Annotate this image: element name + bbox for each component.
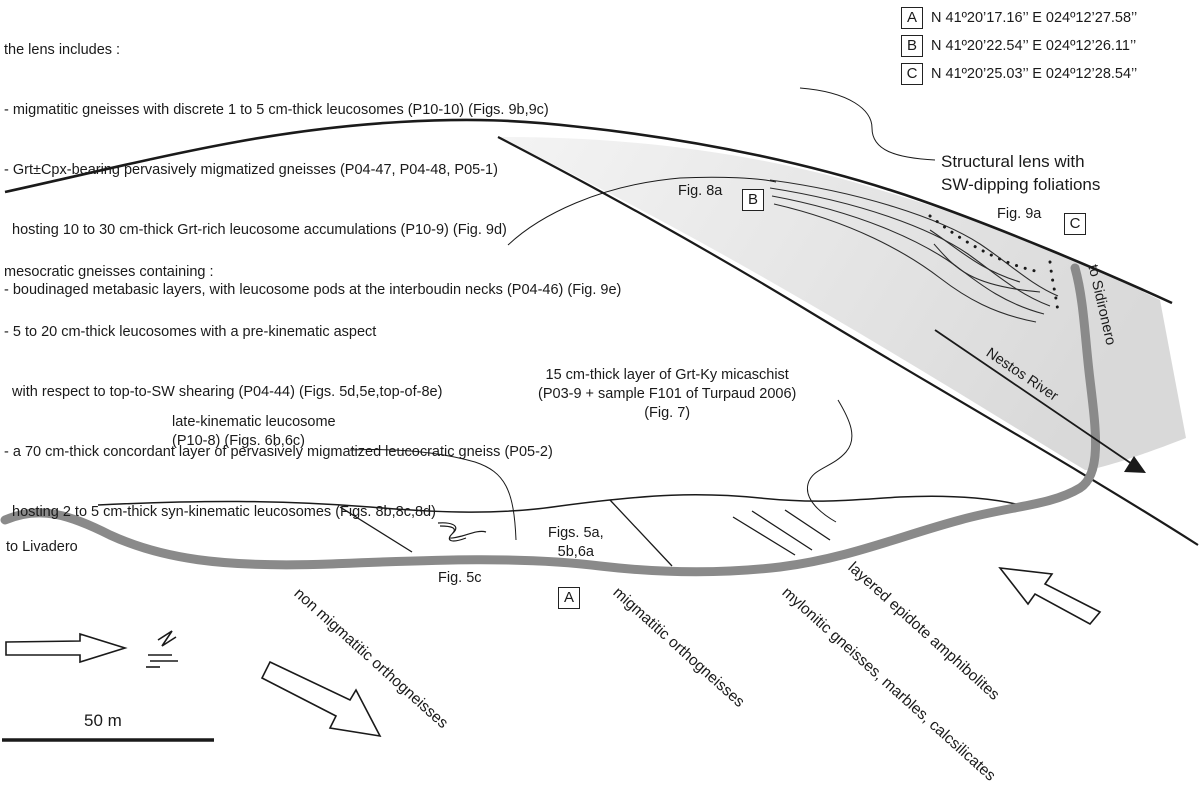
- fig-5c-label: Fig. 5c: [438, 570, 482, 586]
- lens-description: the lens includes : - migmatitic gneisse…: [4, 0, 621, 320]
- shear-arrow-top-to-nw: [998, 566, 1102, 626]
- shear-arrow-right: [5, 632, 128, 664]
- leader-mesocratic: [507, 176, 777, 246]
- lens-item: - migmatitic gneisses with discrete 1 to…: [4, 102, 549, 118]
- layer-cross-lines: [339, 499, 831, 567]
- mesocratic-item: - 5 to 20 cm-thick leucosomes with a pre…: [4, 324, 377, 340]
- site-marker-a: A: [558, 587, 588, 609]
- mesocratic-item: - a 70 cm-thick concordant layer of perv…: [4, 444, 553, 460]
- structural-lens-label: Structural lens with SW-dipping foliatio…: [941, 152, 1101, 194]
- coordinate-text: N 41º20’22.54’’ E 024º12’26.11’’: [931, 38, 1137, 54]
- micaschist-label: 15 cm-thick layer of Grt-Ky micaschist (…: [538, 367, 797, 421]
- shear-arrows: [5, 566, 1102, 738]
- mesocratic-item: hosting 2 to 5 cm-thick syn-kinematic le…: [4, 504, 436, 520]
- structural-lens-fill: [498, 136, 1186, 471]
- site-box-a: A: [901, 7, 923, 29]
- to-livadero-label: to Livadero: [6, 539, 78, 555]
- coordinate-row-a: A N 41º20’17.16’’ E 024º12’27.58’’: [901, 7, 1137, 29]
- road-line: [0, 263, 1101, 577]
- lens-description-heading: the lens includes :: [4, 42, 121, 58]
- site-marker-c: C: [1064, 213, 1094, 235]
- topographic-upper-line: [4, 118, 1173, 305]
- figs-5a-5b-6a-label: Figs. 5a, 5b,6a: [548, 525, 604, 560]
- scale-label: 50 m: [84, 711, 122, 730]
- site-marker-b: B: [742, 189, 772, 211]
- mesocratic-heading: mesocratic gneisses containing :: [4, 264, 214, 280]
- lens-foliation-traces: [769, 179, 1059, 323]
- nestos-river-arrow: [934, 329, 1146, 473]
- leader-lens-description: [799, 87, 936, 161]
- lens-item: - Grt±Cpx-bearing pervasively migmatized…: [4, 162, 498, 178]
- lens-dotted-boundaries: [928, 214, 1060, 314]
- coordinate-row-c: C N 41º20’25.03’’ E 024º12’28.54’’: [901, 63, 1137, 85]
- leader-micaschist: [806, 399, 853, 523]
- mesocratic-item: with respect to top-to-SW shearing (P04-…: [4, 384, 443, 400]
- fig-8a-label: Fig. 8a: [678, 183, 723, 199]
- late-leucosome-label: late-kinematic leucosome (P10-8) (Figs. …: [172, 414, 336, 449]
- coordinate-text: N 41º20’17.16’’ E 024º12’27.58’’: [931, 10, 1138, 26]
- site-box-c: C: [901, 63, 923, 85]
- mesocratic-description: mesocratic gneisses containing : - 5 to …: [4, 222, 553, 542]
- shear-arrow-top-to-se: [260, 660, 382, 738]
- site-box-b: B: [901, 35, 923, 57]
- coordinate-row-b: B N 41º20’22.54’’ E 024º12’26.11’’: [901, 35, 1136, 57]
- lower-layer-top-line: [97, 493, 1021, 513]
- leader-lines: [349, 87, 936, 541]
- leucosome-squiggle: [437, 522, 487, 542]
- coordinate-text: N 41º20’25.03’’ E 024º12’28.54’’: [931, 66, 1138, 82]
- leader-late-leucosome: [349, 449, 517, 541]
- lens-item: - boudinaged metabasic layers, with leuc…: [4, 282, 622, 298]
- north-arrow-symbol: [146, 630, 178, 668]
- lens-item: hosting 10 to 30 cm-thick Grt-rich leuco…: [4, 222, 507, 238]
- fig-9a-label: Fig. 9a: [997, 206, 1042, 222]
